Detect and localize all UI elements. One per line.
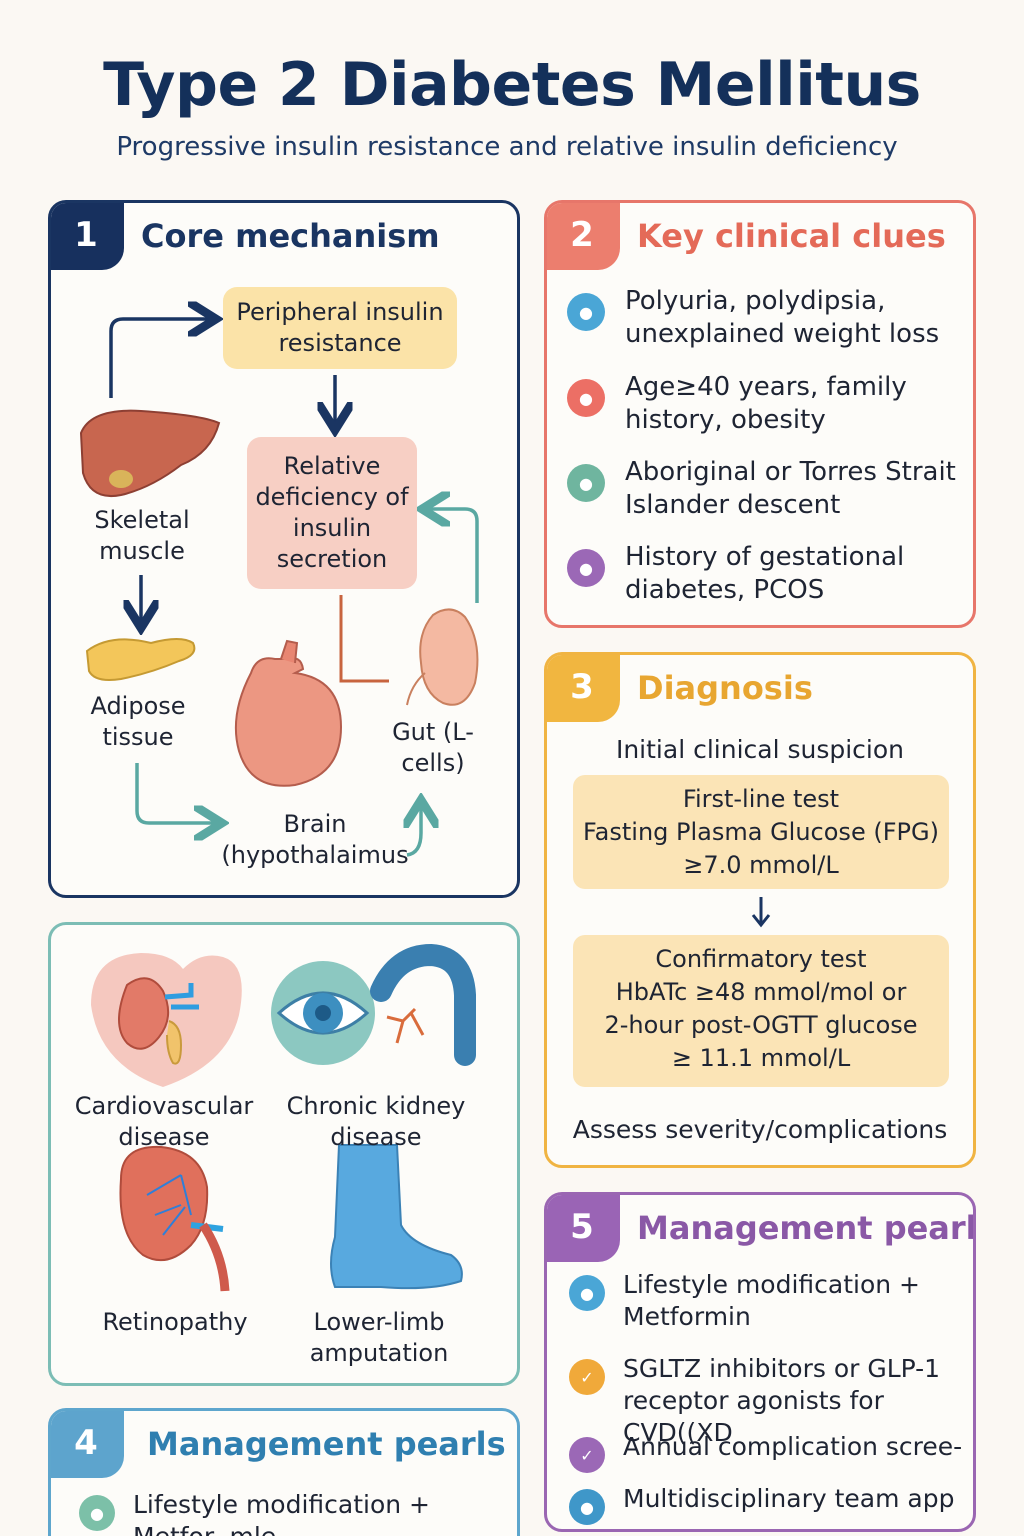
pearl-item: ● Lifestyle modification + Metfor- mle xyxy=(79,1489,479,1536)
leaf-icon: ● xyxy=(567,464,605,502)
clue-text: Polyuria, polydipsia, unexplained weight… xyxy=(625,286,940,349)
section-number-badge: 4 xyxy=(51,1411,124,1478)
gut-icon xyxy=(406,608,479,706)
clue-item: ● Aboriginal or Torres Strait Islander d… xyxy=(567,456,967,522)
peripheral-resistance-box: Peripheral insulin resistance xyxy=(223,287,457,369)
first-line-threshold: ≥7.0 mmol/L xyxy=(683,851,839,879)
core-mechanism-card: 1 Core mechanism xyxy=(48,200,520,898)
clue-item: ● Polyuria, polydipsia, unexplained weig… xyxy=(567,285,967,351)
complication-label: Cardiovascular disease xyxy=(74,1092,254,1151)
arrow-gut-to-deficiency xyxy=(429,509,479,603)
confirmatory-hba1c: HbATc ≥48 mmol/mol or xyxy=(615,978,907,1006)
first-line-heading: First-line test xyxy=(682,785,840,813)
peripheral-resistance-label: Peripheral insulin resistance xyxy=(236,298,444,357)
relative-deficiency-box: Relative deficiency of insulin secretion xyxy=(247,437,417,589)
mechanism-diagram xyxy=(79,203,479,857)
pearl-item: ● Lifestyle modification + Metformin xyxy=(569,1269,969,1333)
gut-label: Gut (L-cells) xyxy=(392,718,474,777)
complications-card: Cardiovascular disease Chronic kidney di… xyxy=(48,922,520,1386)
arrow-down-icon xyxy=(751,897,771,928)
heart-icon xyxy=(234,639,343,787)
skeletal-muscle-label: Skeletal muscle xyxy=(94,506,190,565)
check-icon: ✓ xyxy=(569,1359,605,1395)
liver-icon xyxy=(79,409,221,497)
pearl-item: ● Multidisciplinary team app xyxy=(569,1483,969,1525)
pearl-item: ✓ SGLTZ inhibitors or GLP-1 receptor ago… xyxy=(569,1353,969,1449)
assess-severity: Assess severity/complications xyxy=(572,1115,948,1144)
relative-deficiency-label: Relative deficiency of insulin secretion xyxy=(255,452,409,573)
pearl-text: SGLTZ inhibitors or GLP-1 receptor agoni… xyxy=(623,1354,941,1447)
section-number-badge: 5 xyxy=(547,1195,620,1262)
drop-icon: ● xyxy=(567,293,605,331)
section-number-badge: 3 xyxy=(547,655,620,722)
initial-suspicion: Initial clinical suspicion xyxy=(615,735,905,764)
eye-icon xyxy=(271,943,476,1066)
person-icon: ● xyxy=(567,379,605,417)
clue-item: ● Age≥40 years, family history, obesity xyxy=(567,371,967,437)
foot-icon xyxy=(330,1144,463,1290)
clinical-clues-card: 2 Key clinical clues ● Polyuria, polydip… xyxy=(544,200,976,628)
connector-deficiency-to-gut xyxy=(339,595,389,683)
confirmatory-ogtt: 2-hour post-OGTT glucose xyxy=(604,1011,918,1039)
section-title: Management pearls xyxy=(147,1425,506,1463)
check-icon: ✓ xyxy=(569,1437,605,1473)
arrow-adipose-to-brain xyxy=(135,763,215,823)
page-title: Type 2 Diabetes Mellitus xyxy=(103,50,921,120)
adipose-tissue-label: Adipose tissue xyxy=(90,692,186,751)
clue-text: Aboriginal or Torres Strait Islander des… xyxy=(625,457,956,520)
complication-label: Chronic kidney disease xyxy=(286,1092,466,1151)
section-title: Diagnosis xyxy=(637,669,813,707)
pearl-item: ✓ Annual complication scree- xyxy=(569,1431,969,1473)
complications-icons xyxy=(91,943,476,1292)
pearl-text: Multidisciplinary team app xyxy=(623,1484,955,1513)
management-pearls-right-card: 5 Management pearls ● Lifestyle modifica… xyxy=(544,1192,976,1532)
arrow-brain-to-gut xyxy=(407,807,421,857)
pearl-text: Lifestyle modification + Metfor- mle xyxy=(133,1490,431,1536)
confirmatory-heading: Confirmatory test xyxy=(655,945,867,973)
section-title: Core mechanism xyxy=(141,217,440,255)
kidney-icon xyxy=(91,953,242,1087)
first-line-test-box: First-line test Fasting Plasma Glucose (… xyxy=(573,775,949,889)
kidney-icon xyxy=(119,1145,230,1292)
clue-text: History of gestational diabetes, PCOS xyxy=(625,542,905,605)
confirmatory-threshold: ≥ 11.1 mmol/L xyxy=(671,1044,851,1072)
complication-label: Retinopathy xyxy=(102,1308,248,1336)
pearl-text: Annual complication scree- xyxy=(623,1432,963,1461)
person-icon: ● xyxy=(569,1489,605,1525)
page-subtitle: Progressive insulin resistance and relat… xyxy=(116,132,898,162)
section-number-badge: 1 xyxy=(51,203,124,270)
drop-icon: ● xyxy=(567,549,605,587)
pearl-text: Lifestyle modification + Metformin xyxy=(623,1270,921,1331)
arrow-liver-to-resistance xyxy=(109,319,209,398)
pancreas-icon xyxy=(85,638,196,681)
confirmatory-test-box: Confirmatory test HbATc ≥48 mmol/mol or … xyxy=(573,935,949,1087)
diagnosis-card: 3 Diagnosis Initial clinical suspicion F… xyxy=(544,652,976,1168)
complication-label: Lower-limb amputation xyxy=(309,1308,449,1367)
drop-icon: ● xyxy=(79,1495,115,1531)
first-line-test-name: Fasting Plasma Glucose (FPG) xyxy=(583,818,939,846)
section-title: Management pearls xyxy=(637,1209,976,1247)
section-title: Key clinical clues xyxy=(637,217,946,255)
management-pearls-left-card: 4 Management pearls ● Lifestyle modifica… xyxy=(48,1408,520,1536)
clue-item: ● History of gestational diabetes, PCOS xyxy=(567,541,967,607)
section-number-badge: 2 xyxy=(547,203,620,270)
clue-text: Age≥40 years, family history, obesity xyxy=(625,372,907,435)
brain-label: Brain (hypothalaimus xyxy=(221,810,409,869)
drop-icon: ● xyxy=(569,1275,605,1311)
